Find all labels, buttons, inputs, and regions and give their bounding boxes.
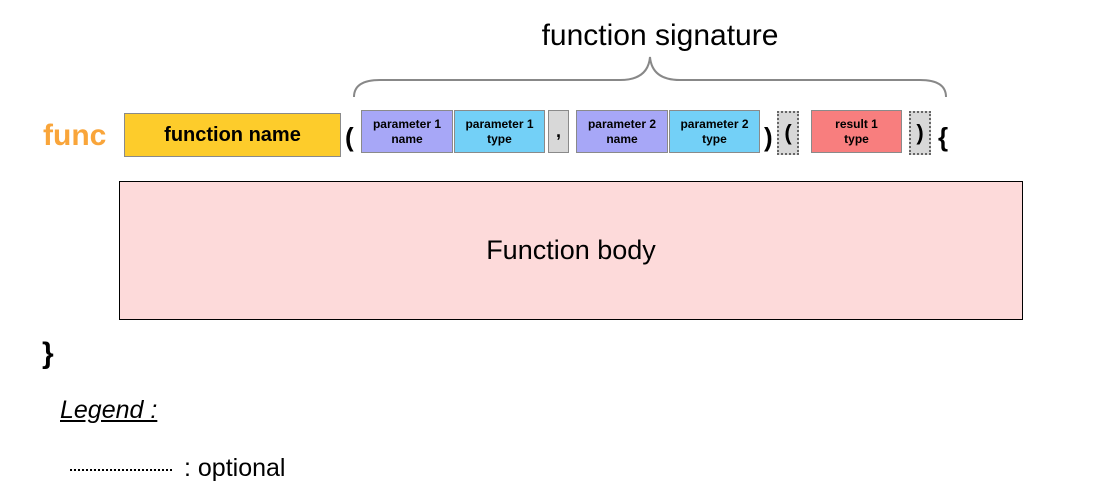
param-2-name-line2: name (606, 131, 638, 146)
signature-label: function signature (541, 19, 779, 52)
param-2-type-line2: type (702, 131, 727, 146)
param-1-type-line2: type (487, 131, 512, 146)
param-2-name-box: parameter 2 name (576, 110, 668, 153)
result-close-paren: ) (916, 120, 924, 145)
result-open-paren: ( (784, 120, 792, 145)
param-1-name-line1: parameter 1 (372, 116, 442, 131)
comma-box: , (548, 110, 569, 153)
open-paren: ( (345, 122, 354, 152)
param-2-type-box: parameter 2 type (669, 110, 760, 153)
param-1-type-line1: parameter 1 (465, 116, 534, 131)
param-1-name-line2: name (391, 131, 423, 146)
legend-optional-label: : optional (184, 454, 286, 482)
legend-dotted-line (70, 469, 172, 471)
result-close-paren-box: ) (909, 111, 931, 155)
close-brace: } (42, 337, 54, 370)
param-1-type-box: parameter 1 type (454, 110, 545, 153)
param-2-type-line1: parameter 2 (680, 116, 749, 131)
param-2-name-line1: parameter 2 (587, 116, 657, 131)
function-body-box: Function body (119, 181, 1023, 320)
result-1-type-line1: result 1 (835, 116, 878, 131)
signature-brace (353, 56, 947, 98)
result-1-type-box: result 1 type (811, 110, 902, 153)
comma: , (555, 121, 561, 141)
result-1-type-line2: type (844, 131, 869, 146)
legend-title: Legend : (60, 396, 158, 424)
close-paren: ) (764, 122, 773, 152)
result-open-paren-box: ( (777, 111, 799, 155)
function-body-label: Function body (486, 235, 656, 265)
function-name-box: function name (124, 113, 341, 157)
func-keyword: func (43, 119, 107, 152)
param-1-name-box: parameter 1 name (361, 110, 453, 153)
open-brace: { (938, 122, 949, 152)
